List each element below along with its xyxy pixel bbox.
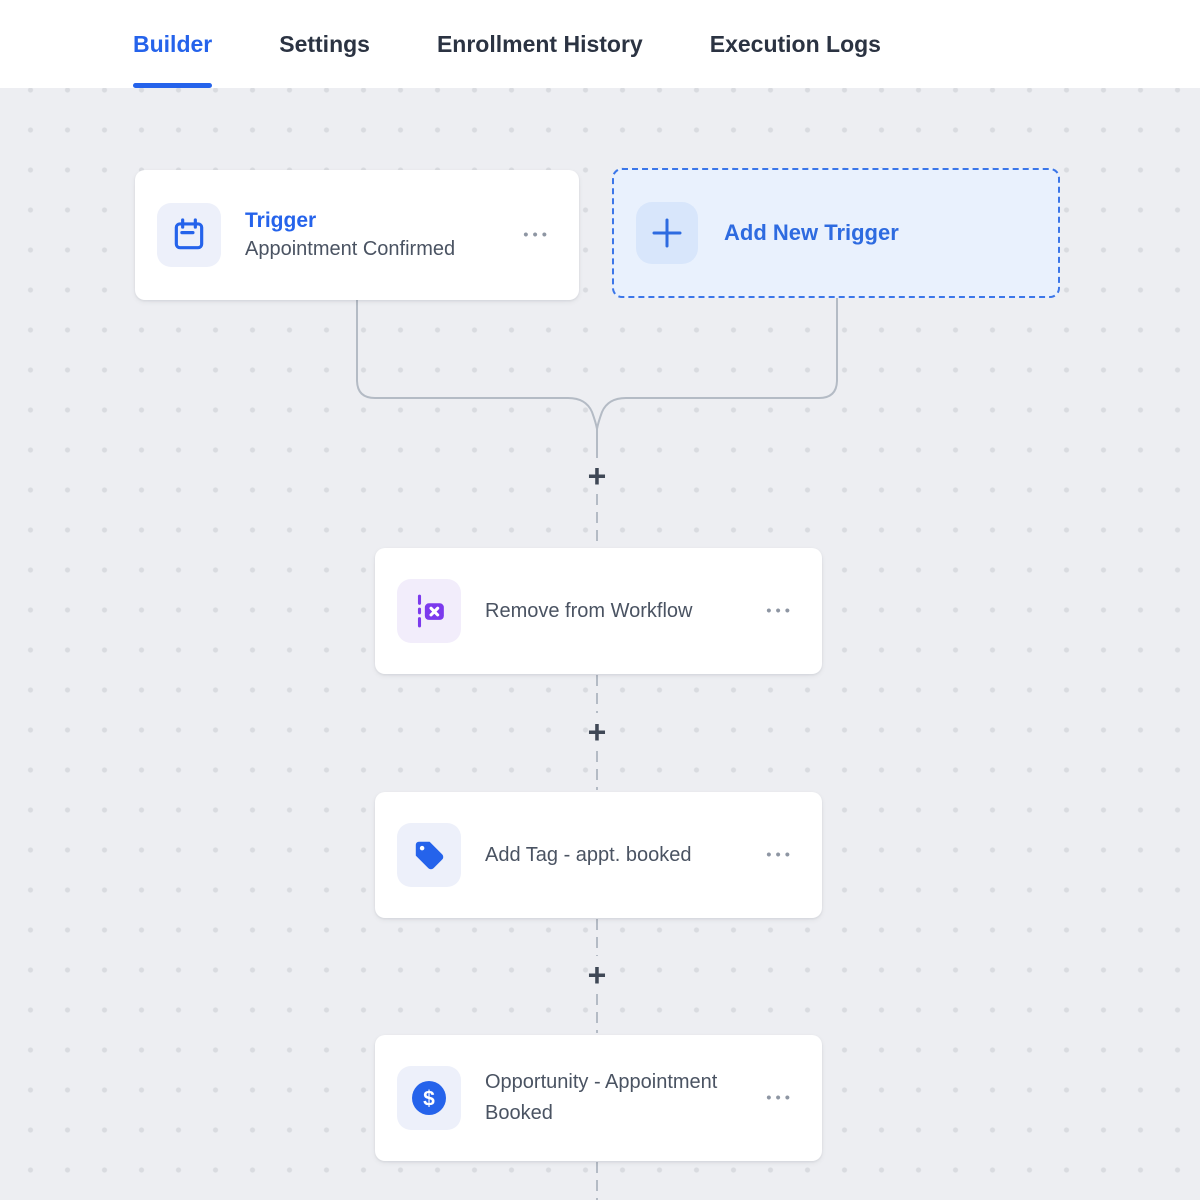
action-card-label: Add Tag - appt. booked (485, 843, 692, 866)
plus-icon (652, 218, 682, 248)
more-options-icon[interactable]: ••• (766, 602, 794, 620)
trigger-card[interactable]: Trigger Appointment Confirmed ••• (135, 170, 579, 300)
more-options-icon[interactable]: ••• (766, 1089, 794, 1107)
tag-icon (415, 841, 444, 870)
tab-settings-label: Settings (279, 30, 370, 57)
add-step-button[interactable]: + (587, 458, 607, 494)
opportunity-icon-tile: $ (397, 1066, 461, 1130)
active-tab-underline (133, 83, 213, 88)
add-new-trigger-label: Add New Trigger (724, 220, 899, 245)
add-tag-icon-tile (397, 823, 461, 887)
add-step-button[interactable]: + (587, 957, 607, 993)
dollar-icon: $ (412, 1081, 446, 1115)
tab-enrollment-history[interactable]: Enrollment History (437, 0, 643, 88)
tab-builder-label: Builder (133, 30, 213, 57)
action-card-remove-from-workflow[interactable]: Remove from Workflow ••• (375, 548, 822, 674)
tab-settings[interactable]: Settings (279, 0, 370, 88)
add-step-button[interactable]: + (587, 714, 607, 750)
tab-enrollment-history-label: Enrollment History (436, 30, 643, 57)
svg-text:$: $ (423, 1088, 435, 1111)
tab-execution-logs[interactable]: Execution Logs (710, 0, 881, 88)
trigger-card-subtitle: Appointment Confirmed (245, 238, 456, 260)
tab-execution-logs-label: Execution Logs (709, 30, 881, 57)
plus-tile (636, 202, 698, 264)
tab-bar: Builder Settings Enrollment History Exec… (0, 0, 1200, 88)
action-card-add-tag[interactable]: Add Tag - appt. booked ••• (375, 792, 822, 918)
add-new-trigger-card[interactable]: Add New Trigger (612, 168, 1060, 298)
action-card-label: Opportunity - Appointment Booked (485, 1071, 718, 1124)
action-card-label: Remove from Workflow (485, 599, 693, 622)
tab-builder[interactable]: Builder (133, 0, 213, 88)
more-options-icon[interactable]: ••• (766, 846, 794, 864)
action-card-opportunity[interactable]: $ Opportunity - Appointment Booked ••• (375, 1035, 822, 1161)
more-options-icon[interactable]: ••• (523, 226, 551, 244)
calendar-icon (174, 218, 204, 250)
trigger-icon-tile (157, 203, 221, 267)
trigger-card-title: Trigger (245, 209, 317, 232)
remove-from-workflow-icon-tile (397, 579, 461, 643)
remove-from-workflow-icon (417, 594, 444, 628)
